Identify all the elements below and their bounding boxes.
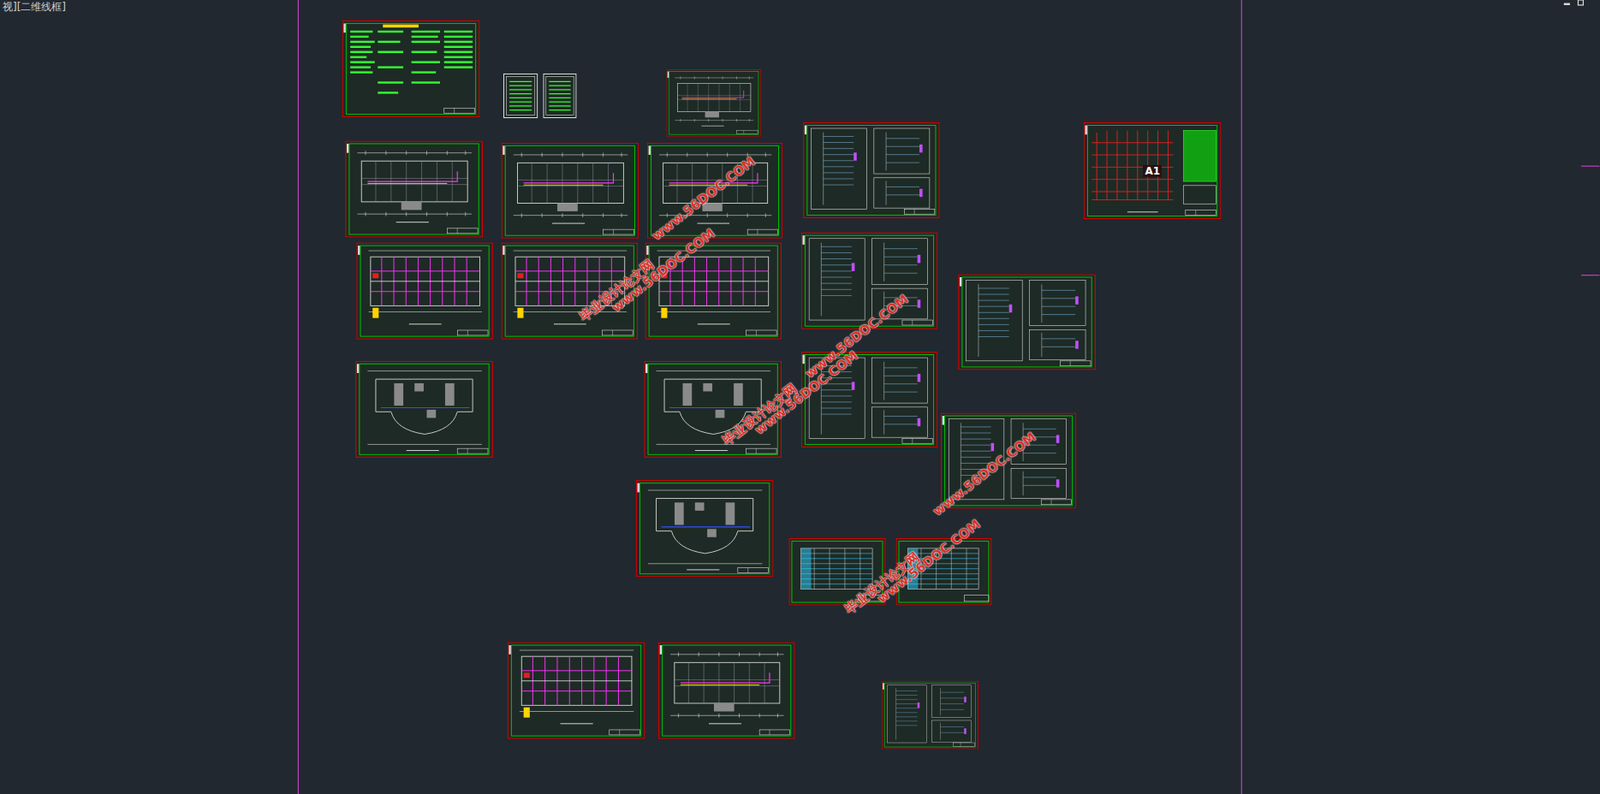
view-label: 视][二维线框] bbox=[2, 0, 66, 15]
drawing-sheet: A1 bbox=[1083, 122, 1222, 220]
watermark: www.56DOC.COM bbox=[929, 429, 1040, 520]
watermark: www.56DOC.COM bbox=[751, 347, 862, 438]
watermark: www.56DOC.COM bbox=[802, 291, 912, 382]
watermark: www.56DOC.COM bbox=[874, 516, 984, 607]
sheet-size: A1 bbox=[1142, 165, 1162, 178]
